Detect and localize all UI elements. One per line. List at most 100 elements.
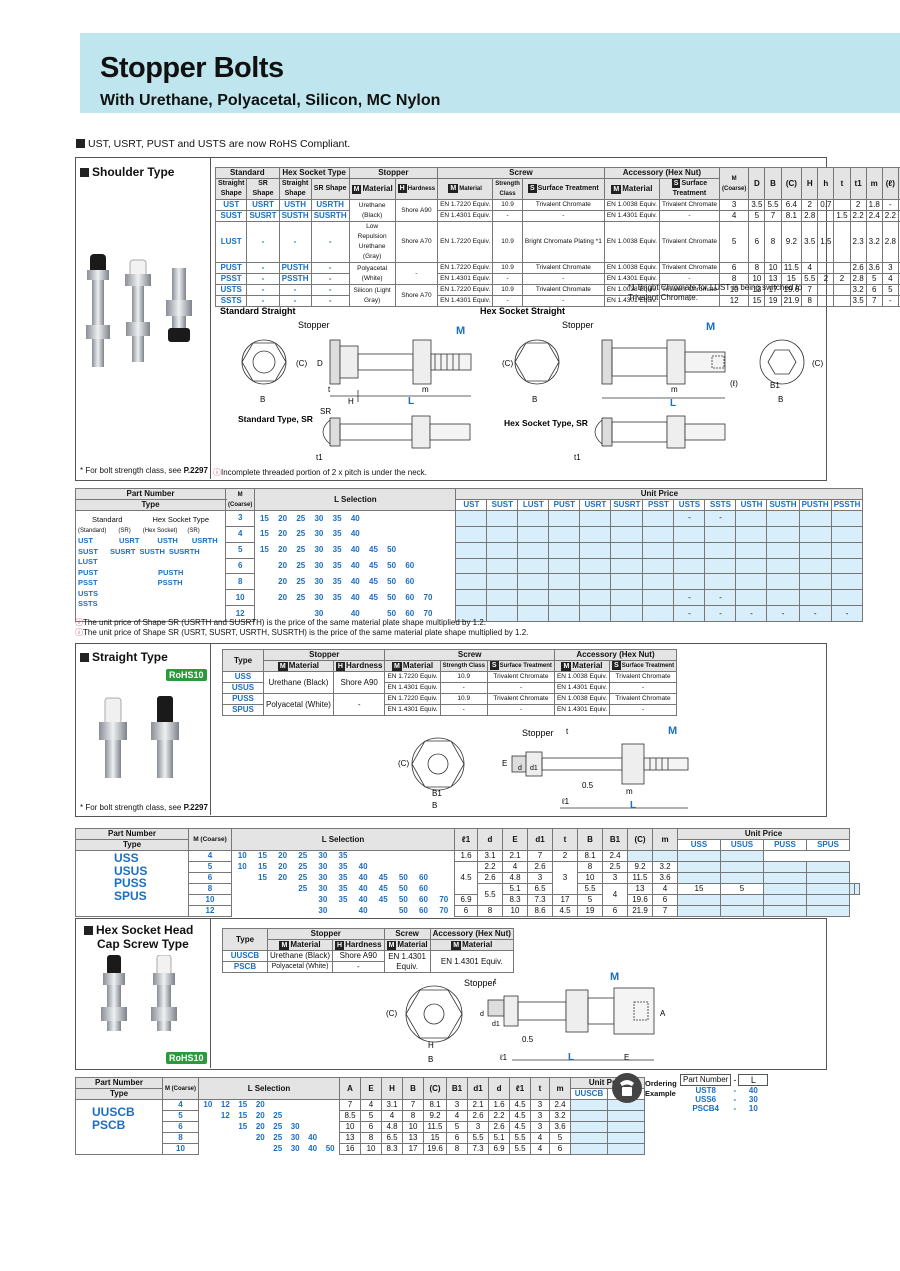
label-B: B [432, 801, 437, 810]
label-C: (C) [502, 359, 513, 368]
spec-cell: 2.6 [467, 1110, 490, 1122]
spec-cell: 12 [718, 295, 750, 307]
price-cell: - [673, 510, 706, 527]
price-cell [607, 1121, 646, 1133]
label-A: A [660, 1009, 666, 1018]
price-cell [610, 525, 644, 543]
l-cell [419, 526, 437, 542]
price-cell [652, 850, 678, 862]
l-cell [199, 1144, 217, 1155]
l-cell: 25 [296, 545, 306, 555]
m-icon: M [561, 662, 572, 671]
spec-cell: - [897, 295, 900, 307]
shoulder-title: Shoulder Type [80, 165, 174, 179]
l-cell [217, 1133, 234, 1144]
spec-cell [833, 284, 851, 296]
spec-cell: - [658, 210, 720, 222]
col-E: E [360, 1077, 383, 1100]
price-cell: - [830, 605, 864, 622]
l-cell: 30 [290, 1133, 300, 1142]
label-m: m [422, 385, 429, 394]
spec-cell: - [881, 295, 899, 307]
price-note-2: ⓘThe unit price of Shape SR (USRT, SUSRT… [75, 628, 529, 637]
spec-cell: 5.5 [764, 199, 782, 211]
label-M: M [706, 321, 715, 333]
price-cell [673, 525, 706, 543]
bolt-ref[interactable]: P.2297 [183, 803, 208, 812]
header-band [80, 33, 900, 113]
l-cell: 35 [338, 884, 348, 893]
spec-cell: 3 [527, 872, 553, 884]
spec-cell: 4.8 [381, 1121, 404, 1133]
spec-cell: Shore A90 [394, 199, 439, 222]
spec-cell: 11.5 [780, 262, 803, 274]
l-cell [286, 1111, 303, 1122]
col-lsel: L Selection [198, 1077, 341, 1100]
phone-icon [612, 1073, 642, 1103]
l-cell [252, 884, 272, 895]
spec-cell: 3.6 [652, 872, 678, 884]
spec-cell: 2.8 [881, 221, 899, 263]
l-cell: 40 [358, 895, 368, 904]
spec-cell: 2.3 [849, 221, 867, 263]
l-cell: 35 [338, 895, 348, 904]
label-m: m [626, 787, 633, 796]
type-cell: - [278, 284, 312, 296]
label-t: t [566, 727, 569, 736]
price-cell [579, 589, 612, 607]
label-E: E [502, 759, 507, 768]
l-cell [252, 906, 272, 917]
col-B: B [764, 167, 782, 200]
label-B: B [428, 1055, 433, 1064]
price-cell [830, 525, 864, 543]
type-cell: - [310, 295, 350, 307]
l-cell: 20 [255, 1122, 265, 1131]
price-cell [486, 605, 519, 622]
l-cell: 20 [255, 1111, 265, 1120]
price-cell [830, 557, 864, 575]
col-strength: Strength Class [439, 660, 488, 672]
spec-cell: - [486, 682, 555, 694]
l-cell [437, 526, 456, 542]
l-cell: 40 [358, 906, 368, 915]
price-cell [704, 525, 737, 543]
col-pn: Part Number [75, 828, 189, 840]
col-t1: t1 [849, 167, 867, 200]
col-l1: ℓ1 [509, 1077, 532, 1100]
type-cell: USUS [222, 682, 264, 694]
spec-cell: 2 [833, 273, 851, 285]
type-cell: UUSCB [222, 950, 268, 962]
straight-diagram: Stopper M (C) E d d1 t B1 B ℓ1 0.5 m L [398, 725, 689, 811]
ordering-cell: 40 [748, 1086, 758, 1095]
spec-cell [833, 262, 851, 274]
price-cell [579, 525, 612, 543]
bolt-ref[interactable]: P.2297 [183, 466, 208, 475]
l-cell: 15 [238, 1100, 248, 1110]
spec-cell: 0.7 [817, 199, 835, 211]
spec-cell: 10.9 [439, 671, 488, 683]
l-cell [217, 1144, 234, 1155]
incomplete-note: ⓘIncomplete threaded portion of 2 x pitc… [213, 468, 427, 477]
price-cell [607, 1110, 646, 1122]
spec-cell: 2.1 [467, 1099, 490, 1111]
price-cell [806, 883, 850, 895]
price-cell: - [704, 510, 737, 527]
col-m: M (Coarse) [188, 828, 232, 851]
col-B: B [577, 828, 603, 851]
l-cell [333, 906, 353, 917]
spec-cell: 10 [502, 905, 528, 917]
l-cell: 20 [255, 1100, 265, 1110]
l-cell: 50 [325, 1144, 335, 1153]
